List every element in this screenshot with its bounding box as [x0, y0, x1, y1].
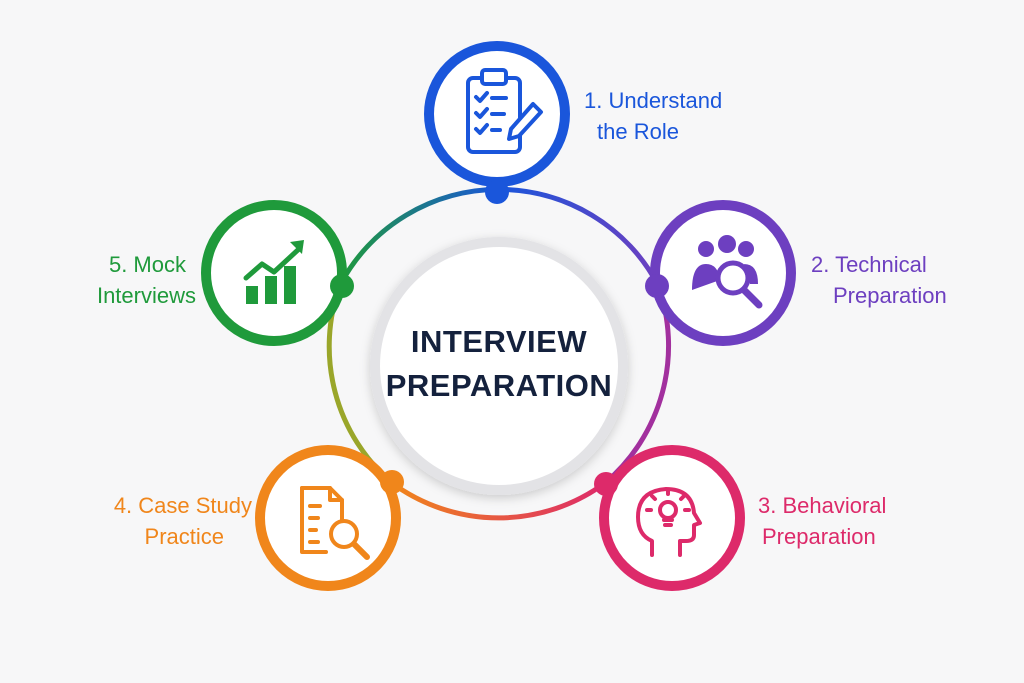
step-1-node: [424, 41, 570, 204]
step-5-label: 5. Mock Interviews: [60, 249, 196, 311]
head-lightbulb-icon: [636, 487, 702, 557]
step-3-label: 3. Behavioral Preparation: [758, 490, 886, 552]
step-2-label-line2: Preparation: [833, 283, 947, 308]
document-magnifier-icon: [300, 486, 370, 560]
step-3-label-line1: 3. Behavioral: [758, 493, 887, 518]
step-4-connector-dot: [380, 470, 404, 494]
step-4-node: [255, 445, 404, 591]
step-5-node: [201, 200, 354, 346]
center-title-line2: PREPARATION: [386, 368, 613, 403]
step-4-label-line1: 4. Case Study: [113, 493, 252, 518]
step-2-label: 2. Technical Preparation: [811, 249, 947, 311]
step-5-connector-dot: [330, 274, 354, 298]
ring-arc-bottom: [390, 480, 607, 521]
clipboard-checklist-pencil-icon: [466, 68, 543, 154]
step-1-label: 1. Understand the Role: [584, 85, 722, 147]
step-3-node: [594, 445, 745, 591]
step-5-label-line2: Interviews: [96, 283, 196, 308]
step-3-label-line2: Preparation: [762, 524, 876, 549]
step-2-label-line1: 2. Technical: [811, 252, 927, 277]
step-2-connector-dot: [645, 274, 669, 298]
step-1-label-line2: the Role: [597, 119, 679, 144]
people-magnifier-icon: [692, 235, 763, 309]
center-title-line1: INTERVIEW: [411, 324, 587, 359]
center-hub: INTERVIEW PREPARATION: [370, 237, 628, 495]
bar-chart-growth-icon: [243, 240, 304, 304]
step-1-label-line1: 1. Understand: [584, 88, 723, 113]
step-4-label-line2: Practice: [144, 524, 224, 549]
step-4-label: 4. Case Study Practice: [92, 490, 252, 552]
step-1-connector-dot: [485, 180, 509, 204]
step-3-connector-dot: [594, 472, 618, 496]
step-5-label-line1: 5. Mock: [108, 252, 186, 277]
step-2-node: [645, 200, 796, 346]
